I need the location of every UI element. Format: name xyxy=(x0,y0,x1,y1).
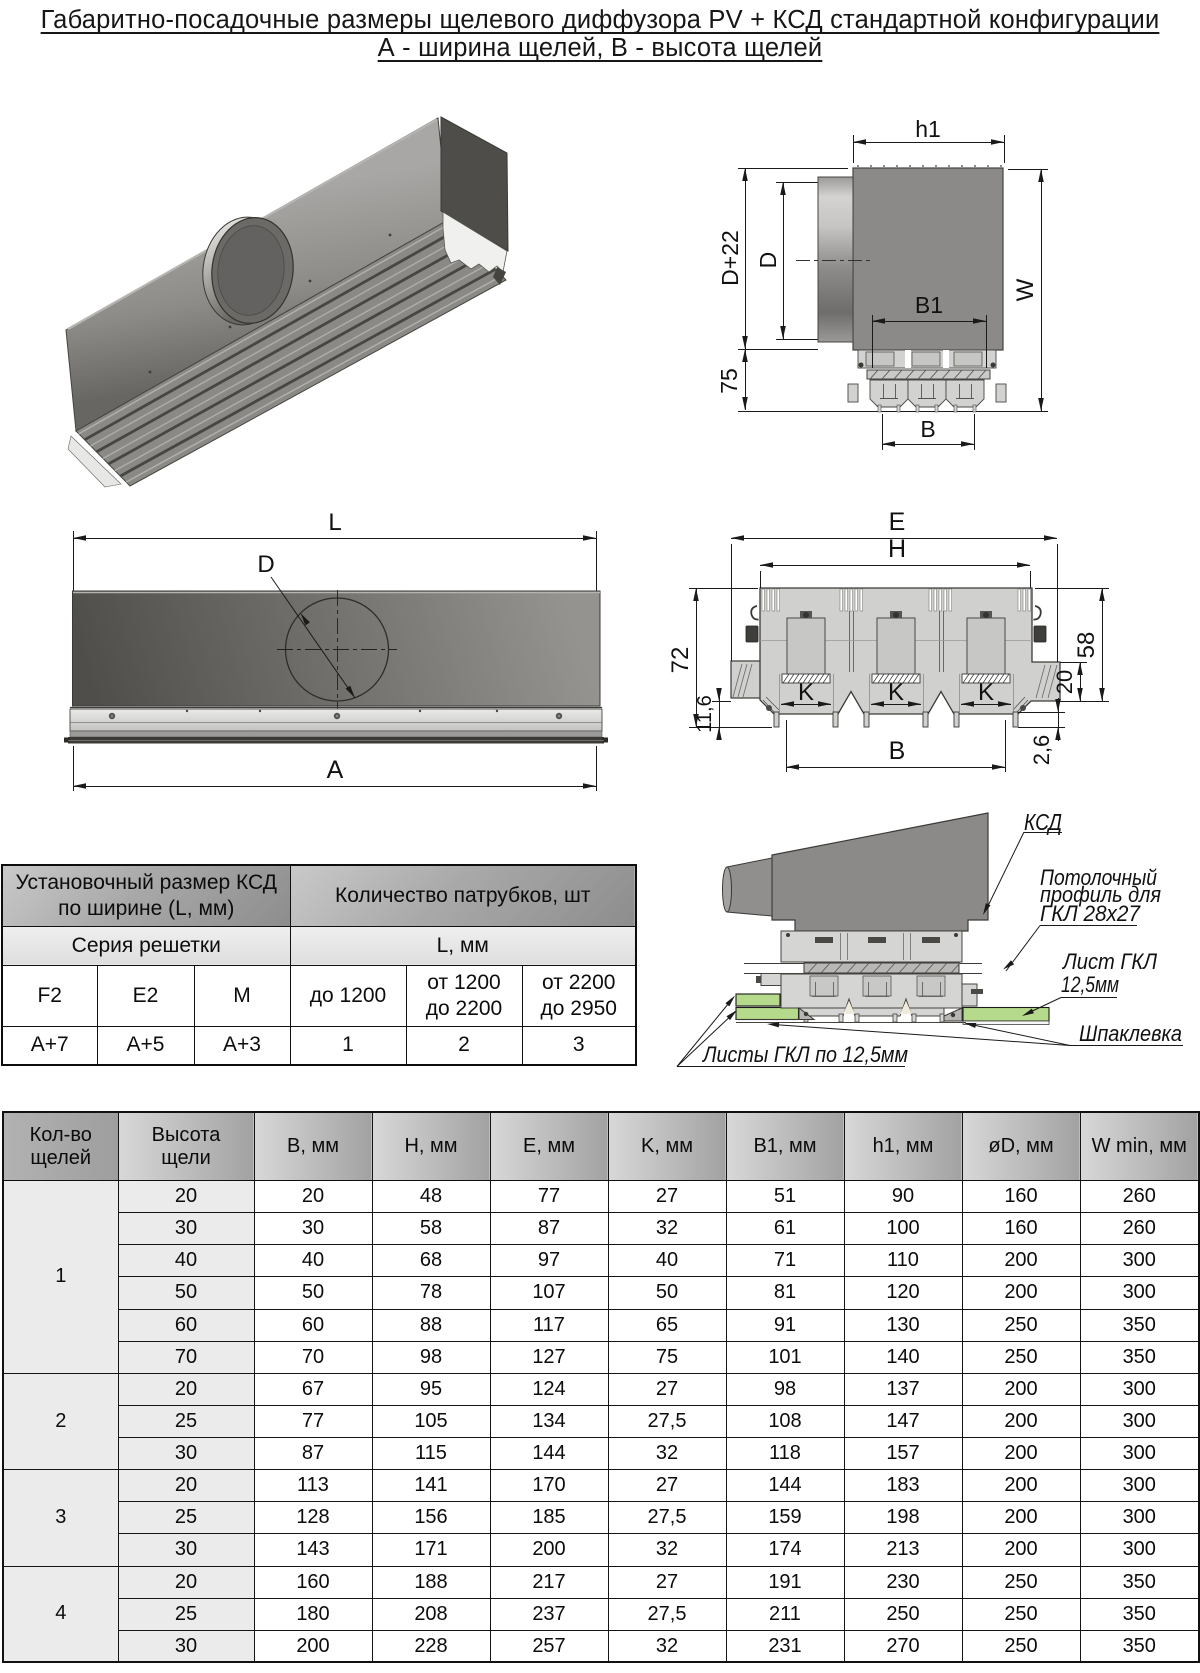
svg-text:h1: h1 xyxy=(915,116,941,142)
svg-text:профиль для: профиль для xyxy=(1040,882,1161,907)
svg-text:20: 20 xyxy=(1052,670,1077,694)
svg-text:72: 72 xyxy=(667,647,694,674)
svg-text:K: K xyxy=(798,679,814,706)
svg-text:КСД: КСД xyxy=(1024,809,1062,835)
svg-text:11,6: 11,6 xyxy=(694,695,716,732)
svg-text:D: D xyxy=(257,551,274,578)
svg-text:12,5мм: 12,5мм xyxy=(1061,972,1119,997)
svg-text:B: B xyxy=(920,416,935,442)
svg-text:K: K xyxy=(978,679,994,706)
svg-text:H: H xyxy=(888,535,906,563)
svg-text:A: A xyxy=(327,756,344,784)
svg-text:B: B xyxy=(889,737,906,765)
svg-text:E: E xyxy=(889,508,906,536)
svg-text:Шпаклевка: Шпаклевка xyxy=(1079,1021,1182,1046)
svg-text:Потолочный: Потолочный xyxy=(1040,865,1157,890)
svg-text:D+22: D+22 xyxy=(717,230,743,286)
svg-text:75: 75 xyxy=(716,368,742,394)
svg-text:2,6: 2,6 xyxy=(1029,735,1054,766)
svg-text:W: W xyxy=(1012,278,1039,301)
svg-text:Листы ГКЛ по 12,5мм: Листы ГКЛ по 12,5мм xyxy=(701,1042,908,1067)
svg-text:L: L xyxy=(328,509,341,536)
svg-text:ГКЛ 28х27: ГКЛ 28х27 xyxy=(1040,901,1141,926)
svg-text:B1: B1 xyxy=(915,292,943,318)
svg-text:D: D xyxy=(755,252,781,269)
svg-text:K: K xyxy=(888,679,904,706)
svg-text:Лист ГКЛ: Лист ГКЛ xyxy=(1061,949,1158,974)
svg-text:58: 58 xyxy=(1073,632,1100,659)
